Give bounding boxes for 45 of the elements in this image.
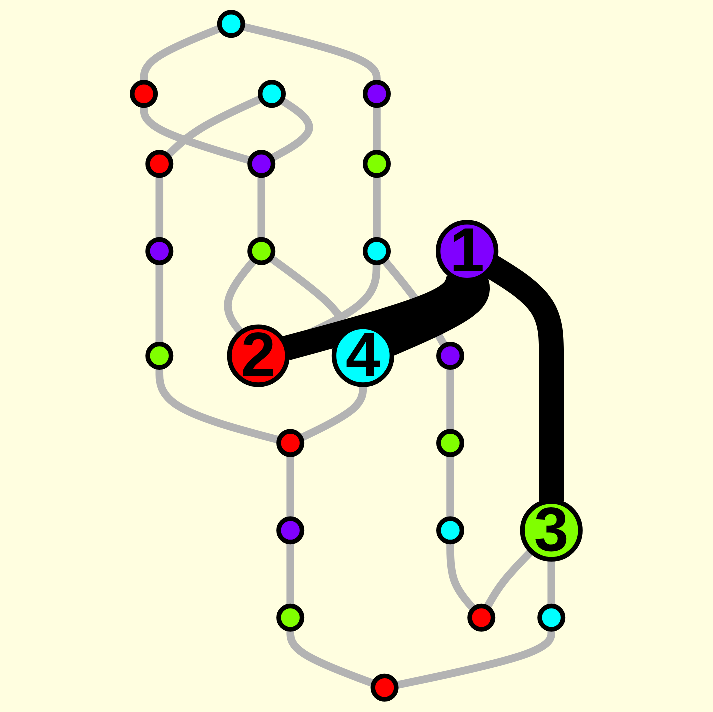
connector	[140, 24, 222, 82]
node-circle	[538, 604, 566, 632]
node-circle	[436, 342, 464, 370]
connector	[286, 630, 376, 688]
connector	[270, 97, 314, 162]
connector	[373, 106, 381, 152]
node-circle	[370, 674, 399, 702]
connector	[395, 630, 556, 690]
node-circle	[363, 150, 392, 178]
connector	[242, 23, 381, 82]
connector	[548, 560, 556, 606]
node-circle	[436, 516, 464, 545]
node-circle	[146, 237, 174, 266]
node-circle: 3	[520, 499, 583, 562]
node-circle	[468, 604, 496, 632]
node-circle	[276, 429, 305, 458]
connector	[156, 263, 164, 344]
connector	[299, 384, 368, 442]
node-circle	[276, 516, 305, 545]
node-circle	[217, 10, 246, 38]
connector	[286, 542, 294, 606]
node-circle	[146, 342, 174, 370]
node-circle	[130, 80, 158, 108]
connector	[156, 176, 164, 240]
connector	[286, 454, 294, 519]
connector	[446, 454, 454, 519]
node-circle: 1	[436, 220, 499, 283]
node-circle	[248, 150, 276, 178]
node-circle	[436, 429, 464, 458]
node-circle	[363, 80, 392, 108]
node-circle: 2	[227, 324, 290, 388]
connector	[156, 368, 280, 444]
connector	[446, 368, 454, 432]
node-circle	[276, 604, 305, 632]
connector	[373, 176, 381, 240]
connector	[224, 258, 258, 336]
connector	[165, 95, 263, 159]
connector	[484, 548, 534, 610]
connector	[446, 542, 477, 612]
node-circle	[248, 237, 276, 266]
connector	[258, 176, 266, 240]
node-circle	[363, 237, 392, 266]
node-circle	[146, 150, 174, 178]
connector	[140, 106, 252, 164]
node-circle	[258, 80, 286, 108]
